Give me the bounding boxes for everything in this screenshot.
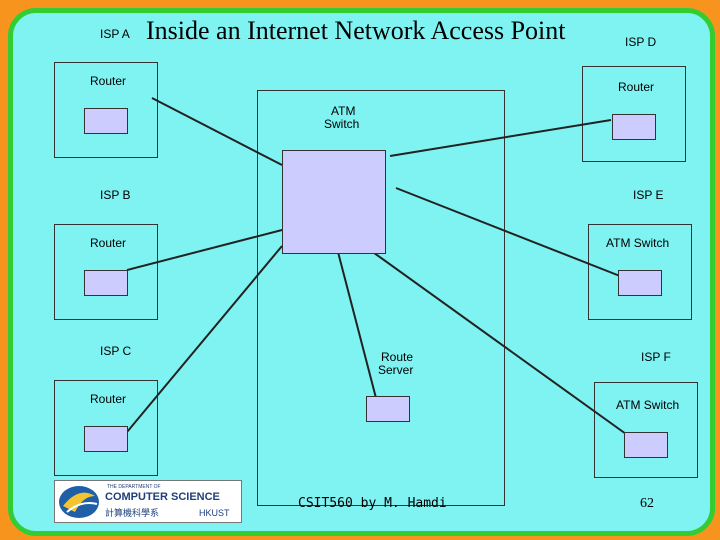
route-server-label-line1: Route [381, 350, 414, 364]
isp-f-box [594, 382, 698, 478]
center-atm-switch-label-line1: ATM [331, 104, 356, 118]
hkust-cs-logo: THE DEPARTMENT OF COMPUTER SCIENCE 計算機科學… [54, 480, 242, 523]
logo-line1: THE DEPARTMENT OF [107, 484, 161, 490]
logo-line2: COMPUTER SCIENCE [105, 491, 220, 503]
isp-c-label: ISP C [100, 344, 132, 358]
router-isp-d [612, 114, 656, 140]
logo-line4: HKUST [199, 508, 230, 518]
isp-e-label: ISP E [633, 188, 664, 202]
link-isp-d [389, 119, 612, 157]
router-isp-a [84, 108, 128, 134]
logo-emblem-icon [59, 486, 99, 518]
router-isp-b-label: Router [90, 236, 127, 250]
route-server-label-line2: Server [378, 363, 414, 377]
isp-f-label: ISP F [641, 350, 671, 364]
isp-b-label: ISP B [100, 188, 131, 202]
slide-title: Inside an Internet Network Access Point [146, 16, 566, 45]
atm-switch-isp-f [624, 432, 668, 458]
isp-d-label: ISP D [625, 35, 657, 49]
link-isp-e [395, 187, 626, 279]
route-server [366, 396, 410, 422]
link-route-server [337, 251, 377, 399]
atm-switch-isp-f-label: ATM Switch [616, 398, 680, 412]
link-isp-b [126, 229, 283, 271]
link-isp-f [369, 249, 627, 435]
router-isp-a-label: Router [90, 74, 127, 88]
center-atm-switch [282, 150, 386, 254]
center-atm-switch-label-line2: Switch [324, 117, 360, 131]
atm-switch-isp-e [618, 270, 662, 296]
atm-switch-isp-e-label: ATM Switch [606, 236, 670, 250]
link-isp-c [126, 245, 283, 433]
logo-line3: 計算機科學系 [105, 508, 160, 518]
page-number: 62 [640, 496, 654, 511]
footer-text: CSIT560 by M. Hamdi [298, 496, 447, 511]
router-isp-c [84, 426, 128, 452]
link-isp-a [151, 97, 283, 166]
isp-a-label: ISP A [100, 27, 130, 41]
router-isp-c-label: Router [90, 392, 127, 406]
router-isp-d-label: Router [618, 80, 655, 94]
router-isp-b [84, 270, 128, 296]
